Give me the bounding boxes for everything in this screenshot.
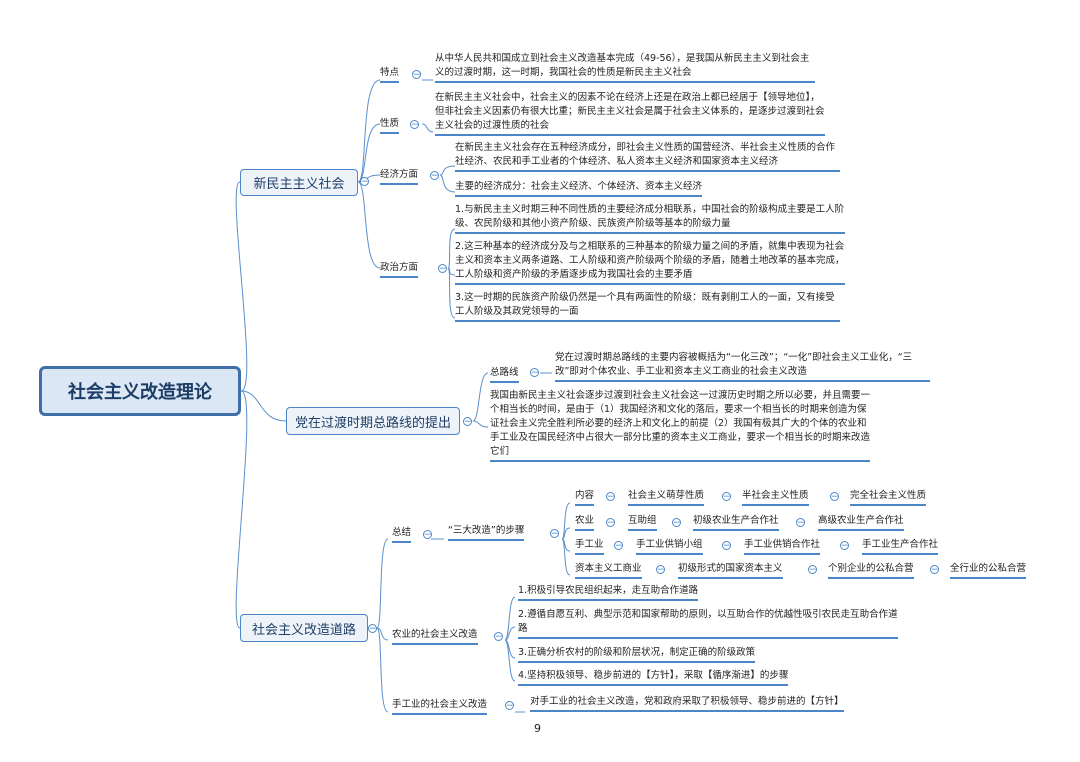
row1-c3: 高级农业生产合作社 bbox=[818, 514, 904, 531]
leaf-tedian-text: 从中华人民共和国成立到社会主义改造基本完成（49-56），是我国从新民主主义到社… bbox=[435, 52, 815, 83]
collapse-icon[interactable] bbox=[423, 530, 432, 539]
leaf-jingji-1: 在新民主主义社会存在五种经济成分，即社会主义性质的国营经济、半社会主义性质的合作… bbox=[455, 141, 840, 172]
row3-c1: 初级形式的国家资本主义 bbox=[678, 562, 783, 579]
collapse-icon[interactable] bbox=[360, 177, 369, 186]
collapse-icon[interactable] bbox=[368, 624, 377, 633]
row2-c1: 手工业供销小组 bbox=[636, 538, 703, 555]
collapse-icon[interactable] bbox=[412, 70, 421, 79]
row2-head: 手工业 bbox=[575, 538, 604, 555]
collapse-icon[interactable] bbox=[606, 518, 615, 527]
leaf-nongye-4: 4.坚持积极领导、稳步前进的【方针】，采取【循序渐进】的步骤 bbox=[518, 669, 789, 686]
row0-c1: 社会主义萌芽性质 bbox=[628, 489, 705, 506]
leaf-zhengzhi-1: 1.与新民主主义时期三种不同性质的主要经济成分相联系，中国社会的阶级构成主要是工… bbox=[455, 203, 845, 234]
collapse-icon[interactable] bbox=[672, 518, 681, 527]
collapse-icon[interactable] bbox=[550, 529, 559, 538]
leaf-zonglu-text: 党在过渡时期总路线的主要内容被概括为“一化三改”；“一化”即社会主义工业化，“三… bbox=[555, 351, 930, 382]
collapse-icon[interactable] bbox=[930, 565, 939, 574]
leaf-nongye-2: 2.遵循自愿互利、典型示范和国家帮助的原则，以互助合作的优越性吸引农民走互助合作… bbox=[518, 608, 898, 639]
topic-nongye[interactable]: 农业的社会主义改造 bbox=[392, 628, 478, 645]
root-topic[interactable]: 社会主义改造理论 bbox=[39, 366, 241, 416]
topic-xingzhi[interactable]: 性质 bbox=[380, 117, 400, 134]
collapse-icon[interactable] bbox=[614, 541, 623, 550]
row2-c3: 手工业生产合作社 bbox=[862, 538, 939, 555]
collapse-icon[interactable] bbox=[438, 264, 447, 273]
collapse-icon[interactable] bbox=[722, 541, 731, 550]
branch-new-democratic-society[interactable]: 新民主主义社会 bbox=[240, 169, 358, 196]
topic-shougong[interactable]: 手工业的社会主义改造 bbox=[392, 698, 488, 715]
row2-c2: 手工业供销合作社 bbox=[744, 538, 821, 555]
page-number: 9 bbox=[534, 722, 541, 735]
row0-c2: 半社会主义性质 bbox=[742, 489, 809, 506]
collapse-icon[interactable] bbox=[505, 701, 514, 710]
leaf-zhengzhi-2: 2.这三种基本的经济成分及与之相联系的三种基本的阶级力量之间的矛盾，就集中表现为… bbox=[455, 240, 845, 285]
row3-c3: 全行业的公私合营 bbox=[950, 562, 1027, 579]
leaf-shougong-text: 对手工业的社会主义改造，党和政府采取了积极领导、稳步前进的【方针】 bbox=[530, 695, 844, 712]
row1-c2: 初级农业生产合作社 bbox=[693, 514, 779, 531]
collapse-icon[interactable] bbox=[606, 492, 615, 501]
collapse-icon[interactable] bbox=[530, 368, 539, 377]
leaf-b2-detail: 我国由新民主主义社会逐步过渡到社会主义社会这一过渡历史时期之所以必要，并且需要一… bbox=[490, 389, 870, 462]
leaf-xingzhi-text: 在新民主主义社会中，社会主义的因素不论在经济上还是在政治上都已经居于【领导地位】… bbox=[435, 91, 825, 136]
collapse-icon[interactable] bbox=[463, 417, 472, 426]
topic-zonglu[interactable]: 总路线 bbox=[490, 366, 519, 383]
topic-three-steps[interactable]: “三大改造”的步骤 bbox=[448, 524, 525, 541]
leaf-nongye-3: 3.正确分析农村的阶级和阶层状况，制定正确的阶级政策 bbox=[518, 646, 756, 663]
collapse-icon[interactable] bbox=[494, 632, 503, 641]
collapse-icon[interactable] bbox=[830, 492, 839, 501]
collapse-icon[interactable] bbox=[656, 565, 665, 574]
topic-zhengzhi[interactable]: 政治方面 bbox=[380, 261, 419, 278]
branch-transformation-road[interactable]: 社会主义改造道路 bbox=[240, 614, 368, 642]
leaf-nongye-1: 1.积极引导农民组织起来，走互助合作道路 bbox=[518, 584, 699, 601]
collapse-icon[interactable] bbox=[410, 120, 419, 129]
leaf-jingji-2: 主要的经济成分：社会主义经济、个体经济、资本主义经济 bbox=[455, 180, 703, 197]
collapse-icon[interactable] bbox=[840, 541, 849, 550]
row3-c2: 个别企业的公私合营 bbox=[828, 562, 914, 579]
collapse-icon[interactable] bbox=[722, 492, 731, 501]
row1-c1: 互助组 bbox=[628, 514, 657, 531]
leaf-zhengzhi-3: 3.这一时期的民族资产阶级仍然是一个具有两面性的阶级：既有剥削工人的一面，又有接… bbox=[455, 291, 840, 322]
row3-head: 资本主义工商业 bbox=[575, 562, 642, 579]
topic-zongjie[interactable]: 总结 bbox=[392, 526, 412, 543]
branch-general-line[interactable]: 党在过渡时期总路线的提出 bbox=[286, 407, 460, 435]
topic-jingji[interactable]: 经济方面 bbox=[380, 168, 419, 185]
row1-head: 农业 bbox=[575, 514, 595, 531]
topic-tedian[interactable]: 特点 bbox=[380, 66, 400, 83]
row0-c3: 完全社会主义性质 bbox=[850, 489, 927, 506]
collapse-icon[interactable] bbox=[808, 565, 817, 574]
collapse-icon[interactable] bbox=[430, 171, 439, 180]
row0-head: 内容 bbox=[575, 489, 595, 506]
collapse-icon[interactable] bbox=[796, 518, 805, 527]
